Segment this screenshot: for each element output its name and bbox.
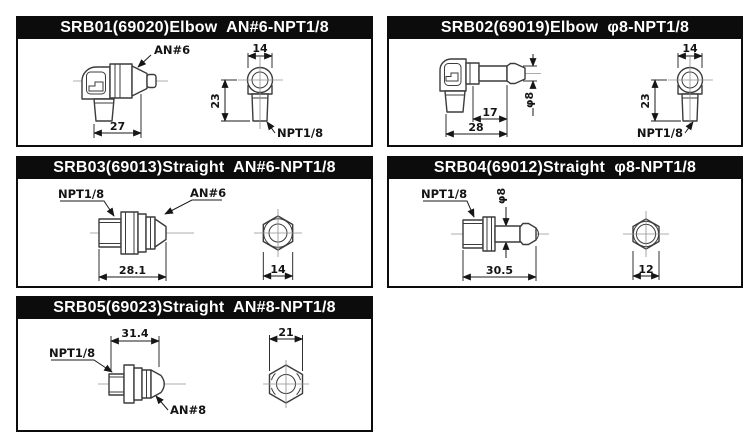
label-npt18: NPT1/8 (421, 187, 467, 201)
dim-14: 14 (270, 263, 286, 276)
srb01-length-dimension: 27 (93, 94, 142, 138)
srb03-an6-label: AN#6 (164, 186, 226, 215)
panel-title-srb01: SRB01(69020)Elbow AN#6-NPT1/8 (16, 16, 373, 39)
srb01-npt-label: NPT1/8 (266, 121, 323, 140)
label-phi8: φ8 (495, 188, 508, 204)
panel-srb05: SRB05(69023)Straight AN#8-NPT1/8 31.4 NP… (16, 296, 373, 432)
dim-23: 23 (639, 93, 652, 108)
panel-srb01: SRB01(69020)Elbow AN#6-NPT1/8 (16, 16, 373, 147)
srb05-npt-label: NPT1/8 (49, 346, 113, 373)
panel-title-srb05: SRB05(69023)Straight AN#8-NPT1/8 (16, 296, 373, 319)
label-an8: AN#8 (170, 403, 206, 417)
dim-21: 21 (278, 326, 293, 339)
srb02-barb-dimension: 17 (472, 86, 508, 123)
srb03-fitting-side-view (90, 211, 194, 255)
srb05-an8-label: AN#8 (155, 395, 206, 417)
label-npt18: NPT1/8 (277, 126, 323, 140)
label-npt18: NPT1/8 (49, 346, 95, 360)
srb03-npt-label: NPT1/8 (58, 187, 115, 217)
label-an6: AN#6 (154, 43, 190, 57)
srb02-width-dimension: 14 (677, 42, 703, 68)
dim-17: 17 (482, 106, 497, 119)
srb01-elbow-side-view (73, 63, 168, 122)
srb05-fitting-side-view (98, 364, 186, 404)
srb03-hex-end-view (254, 209, 302, 257)
srb05-length-dimension: 31.4 (110, 327, 160, 371)
dim-12: 12 (638, 263, 653, 276)
panel-srb02: SRB02(69019)Elbow φ8-NPT1/8 (387, 16, 743, 147)
dim-30.5: 30.5 (486, 264, 513, 277)
technical-drawing-srb03: NPT1/8 AN#6 (58, 186, 302, 281)
srb05-hex-dimension: 21 (268, 326, 304, 371)
panel-drawing-area-srb04: NPT1/8 φ8 (387, 179, 743, 288)
srb02-elbow-side-view (439, 58, 541, 113)
dim-14: 14 (682, 42, 698, 55)
panel-drawing-area-srb01: 27 AN#6 (16, 39, 373, 147)
technical-drawing-srb01: 27 AN#6 (73, 42, 323, 140)
srb04-diameter-dimension: φ8 (495, 188, 510, 258)
dim-28: 28 (468, 121, 483, 134)
label-an6: AN#6 (190, 186, 226, 200)
panel-srb03: SRB03(69013)Straight AN#6-NPT1/8 NPT1/8 … (16, 156, 373, 288)
panel-title-srb02: SRB02(69019)Elbow φ8-NPT1/8 (387, 16, 743, 39)
dim-28.1: 28.1 (119, 264, 146, 277)
panel-drawing-area-srb05: 31.4 NPT1/8 AN#8 (16, 319, 373, 432)
dim-31.4: 31.4 (121, 327, 148, 340)
srb02-height-dimension: 23 (639, 79, 681, 122)
dim-14: 14 (252, 42, 268, 55)
srb01-an6-label: AN#6 (137, 43, 190, 68)
srb02-npt-label: NPT1/8 (637, 121, 694, 140)
panel-title-srb03: SRB03(69013)Straight AN#6-NPT1/8 (16, 156, 373, 179)
srb05-hex-end-view (263, 360, 309, 408)
srb04-fitting-side-view (451, 216, 549, 252)
srb04-hex-end-view (623, 211, 669, 257)
srb04-npt-label: NPT1/8 (421, 187, 475, 218)
panel-title-srb04: SRB04(69012)Straight φ8-NPT1/8 (387, 156, 743, 179)
panel-drawing-area-srb03: NPT1/8 AN#6 (16, 179, 373, 288)
srb04-hex-dimension: 12 (632, 251, 660, 280)
srb02-diameter-dimension: φ8 (523, 54, 537, 116)
srb02-length-dimension: 28 (445, 85, 508, 138)
srb01-width-dimension: 14 (247, 42, 273, 68)
label-npt18: NPT1/8 (58, 187, 104, 201)
technical-drawing-srb02: 17 28 φ8 (439, 42, 713, 140)
label-npt18: NPT1/8 (637, 126, 683, 140)
panel-srb04: SRB04(69012)Straight φ8-NPT1/8 NPT1/8 φ8 (387, 156, 743, 288)
dim-23: 23 (209, 93, 222, 108)
srb03-hex-dimension: 14 (262, 252, 294, 280)
srb04-length-dimension: 30.5 (462, 246, 537, 281)
label-phi8: φ8 (523, 92, 536, 108)
technical-drawing-srb05: 31.4 NPT1/8 AN#8 (49, 326, 309, 417)
srb01-end-view (238, 57, 283, 129)
srb01-height-dimension: 23 (209, 79, 250, 122)
dim-27: 27 (110, 120, 125, 133)
srb02-end-view (668, 57, 713, 129)
technical-drawing-srb04: NPT1/8 φ8 (421, 187, 669, 281)
srb03-length-dimension: 28.1 (98, 242, 167, 281)
panel-drawing-area-srb02: 17 28 φ8 (387, 39, 743, 147)
